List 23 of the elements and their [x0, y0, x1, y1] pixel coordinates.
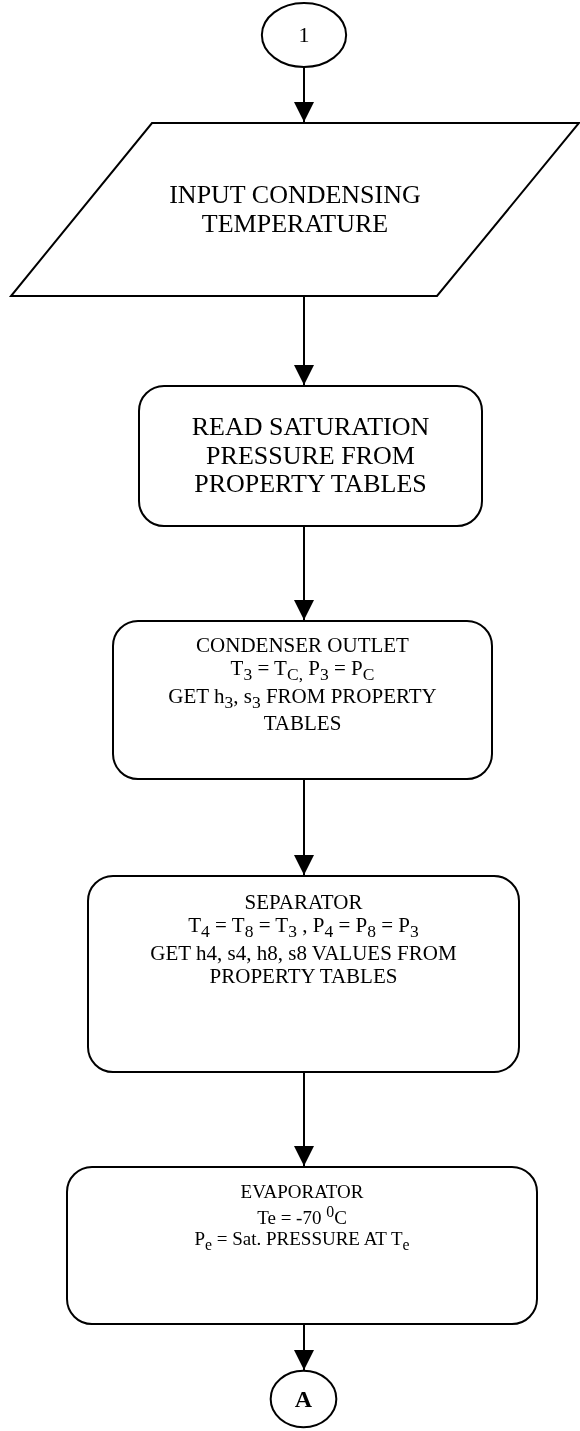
node-text: T$_{3}$ = T$_{C,}$ P$_{3}$ = P$_{C}$: [230, 657, 375, 685]
arrow: [294, 1324, 314, 1371]
process-box: [138, 385, 483, 527]
node-text: A: [294, 1385, 313, 1413]
arrow: [294, 67, 314, 123]
node-text: P$_{e}$ = Sat. PRESSURE AT T$_{e}$: [194, 1229, 410, 1254]
process-box: [112, 620, 493, 780]
node-text: SEPARATOR: [244, 891, 363, 915]
process-box: [66, 1166, 538, 1325]
node-text: 1: [298, 22, 310, 48]
node-text: Te = -70 $^{0}$C: [257, 1202, 347, 1230]
node-text: CONDENSER OUTLET: [196, 634, 409, 658]
arrow: [294, 779, 314, 876]
node-text: INPUT CONDENSING TEMPERATURE: [168, 180, 422, 239]
arrow: [294, 296, 314, 386]
arrow: [294, 526, 314, 621]
node-text: READ SATURATION PRESSURE FROM PROPERTY TABLES: [190, 413, 431, 499]
arrow: [294, 1072, 314, 1167]
node-text: GET h4, s4, h8, s8 VALUES FROM PROPERTY TABLES: [149, 941, 458, 988]
node-text: T$_{4}$ = T$_{8}$ = T$_{3}$ , P$_{4}$ = P$_{8}$ = P$_{3}$: [188, 914, 419, 942]
node-text: GET h$_{3}$, s$_{3}$ FROM PROPERTY TABLES: [167, 684, 438, 736]
process-box: [87, 875, 520, 1073]
node-text: EVAPORATOR: [240, 1182, 364, 1203]
